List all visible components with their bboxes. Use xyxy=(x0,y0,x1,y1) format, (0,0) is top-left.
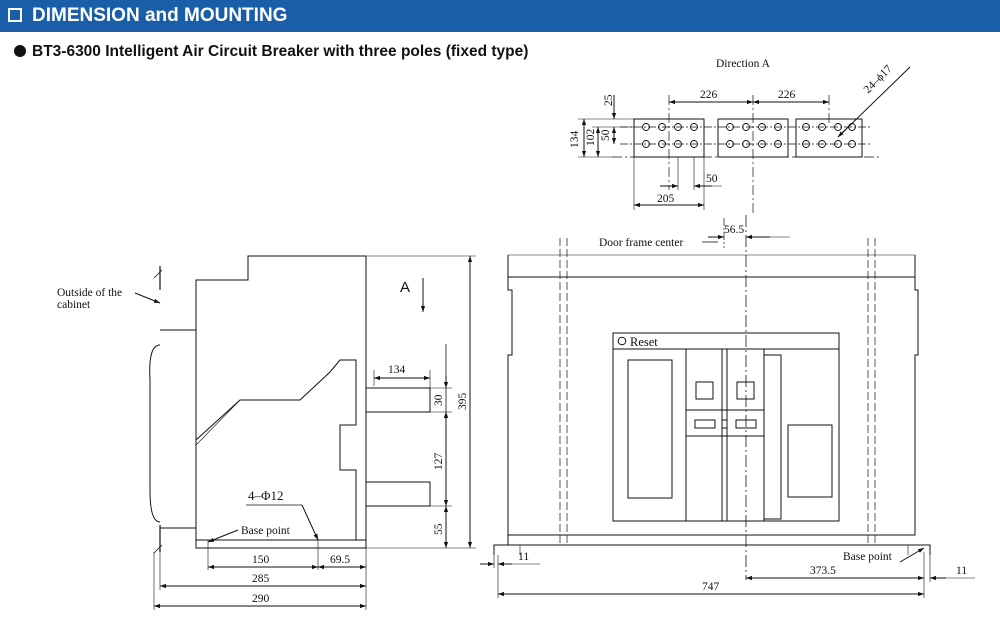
dim-50-horizontal: 50 xyxy=(706,173,718,185)
dim-102: 102 xyxy=(585,129,597,147)
outside-cabinet-label-1: Outside of the xyxy=(57,287,122,299)
busbar-group-3 xyxy=(795,118,863,158)
dim-226-left: 226 xyxy=(700,89,718,101)
dim-205: 205 xyxy=(657,193,675,205)
dim-127: 127 xyxy=(433,453,445,471)
bullet-icon xyxy=(14,45,26,57)
dim-226-right: 226 xyxy=(778,89,796,101)
dim-134-top: 134 xyxy=(569,131,581,149)
section-title: DIMENSION and MOUNTING xyxy=(32,5,288,26)
outside-cabinet-label-2: cabinet xyxy=(57,299,91,311)
front-view: Door frame center 56.5 Reset xyxy=(480,215,975,598)
dim-55: 55 xyxy=(433,523,445,535)
dim-25: 25 xyxy=(603,94,615,106)
side-view: Outside of the cabinet A 134 xyxy=(57,255,476,610)
direction-a-title: Direction A xyxy=(716,58,771,70)
hole-callout-24-phi17: 24–ϕ17 xyxy=(862,63,895,96)
top-view: Direction A 226 226 xyxy=(569,58,911,215)
side-base-point-label: Base point xyxy=(241,525,291,537)
dim-11-left: 11 xyxy=(518,551,529,563)
dim-50-vertical: 50 xyxy=(600,129,612,141)
left-window xyxy=(627,359,673,499)
dim-56-5: 56.5 xyxy=(724,224,744,236)
dim-150: 150 xyxy=(252,554,270,566)
dim-134-side: 134 xyxy=(388,364,406,376)
dim-395: 395 xyxy=(457,393,469,411)
dim-290: 290 xyxy=(252,593,270,605)
reset-label[interactable]: Reset xyxy=(630,335,658,349)
direction-a-arrow-label: A xyxy=(400,279,410,296)
checkbox-square-icon xyxy=(8,8,22,22)
indicator-right xyxy=(736,381,755,400)
dim-285: 285 xyxy=(252,573,270,585)
product-subtitle-text: BT3-6300 Intelligent Air Circuit Breaker… xyxy=(32,43,529,60)
product-subtitle: BT3-6300 Intelligent Air Circuit Breaker… xyxy=(14,43,528,61)
dim-373-5: 373.5 xyxy=(810,565,836,577)
right-window xyxy=(787,424,833,498)
dim-30: 30 xyxy=(433,394,445,406)
dim-11-right: 11 xyxy=(956,565,967,577)
dim-69-5: 69.5 xyxy=(330,554,350,566)
dim-747: 747 xyxy=(702,581,720,593)
mounting-holes-label: 4–Φ12 xyxy=(248,488,284,503)
door-frame-center-label: Door frame center xyxy=(599,237,683,249)
section-header: DIMENSION and MOUNTING xyxy=(0,0,1000,32)
indicator-left xyxy=(695,381,714,400)
front-base-point-label: Base point xyxy=(843,551,893,563)
